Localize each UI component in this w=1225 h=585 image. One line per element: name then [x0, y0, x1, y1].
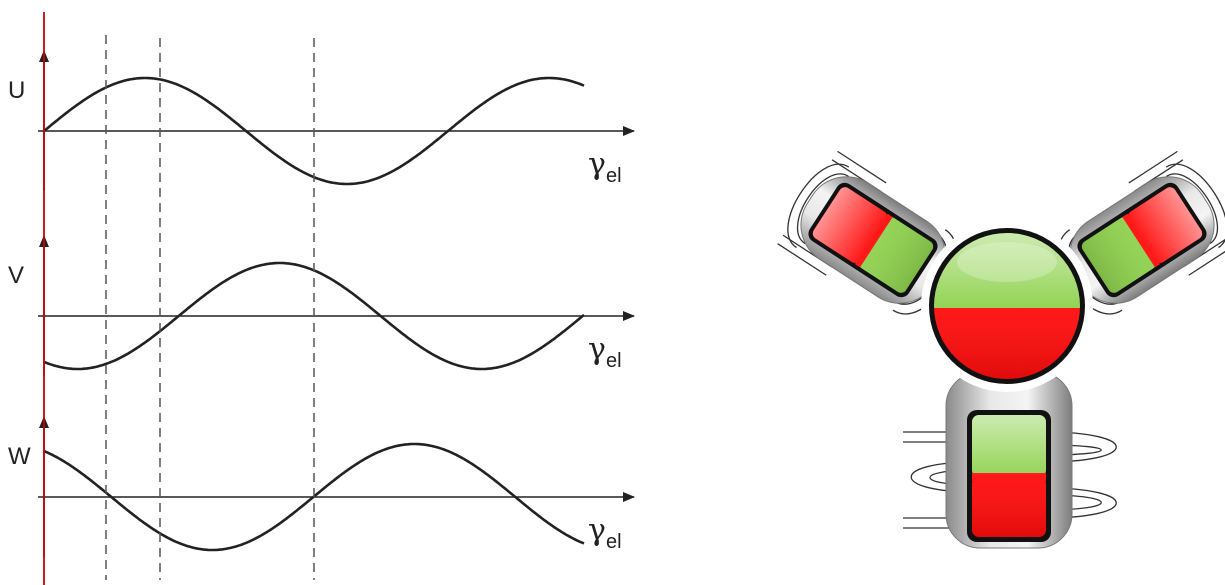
- motor-diagram: [777, 150, 1225, 549]
- phase-label: U: [8, 77, 25, 104]
- phase-label: V: [8, 262, 24, 289]
- stator-arm-upper-right: [1058, 150, 1225, 315]
- axis-label-subscript: el: [606, 350, 622, 372]
- axis-label-gamma: γ: [588, 513, 606, 548]
- stator-arm-upper-left: [777, 150, 957, 315]
- phase-label: W: [8, 443, 31, 470]
- stator-arm-bottom: [903, 371, 1117, 549]
- axis-label-subscript: el: [606, 165, 622, 187]
- axis-label-subscript: el: [606, 531, 622, 553]
- axis-label-gamma: γ: [588, 147, 606, 182]
- axis-label-gamma: γ: [588, 332, 606, 367]
